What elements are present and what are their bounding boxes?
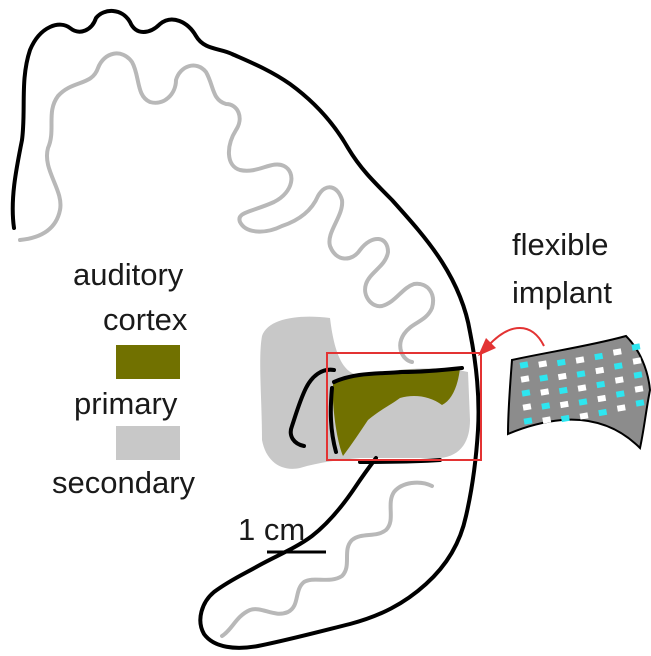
implant-label-line1: flexible — [512, 227, 609, 262]
secondary-swatch — [116, 426, 180, 460]
primary-swatch — [116, 345, 180, 379]
curved-arrow-icon — [488, 328, 544, 346]
implant-label-line2: implant — [512, 275, 612, 310]
legend-primary-label: primary — [74, 386, 178, 421]
inner-contour — [20, 53, 433, 636]
legend-secondary-label: secondary — [52, 465, 196, 500]
legend-title-line1: auditory — [73, 257, 184, 292]
legend-title-line2: cortex — [103, 302, 188, 337]
scale-bar-label: 1 cm — [238, 512, 305, 547]
